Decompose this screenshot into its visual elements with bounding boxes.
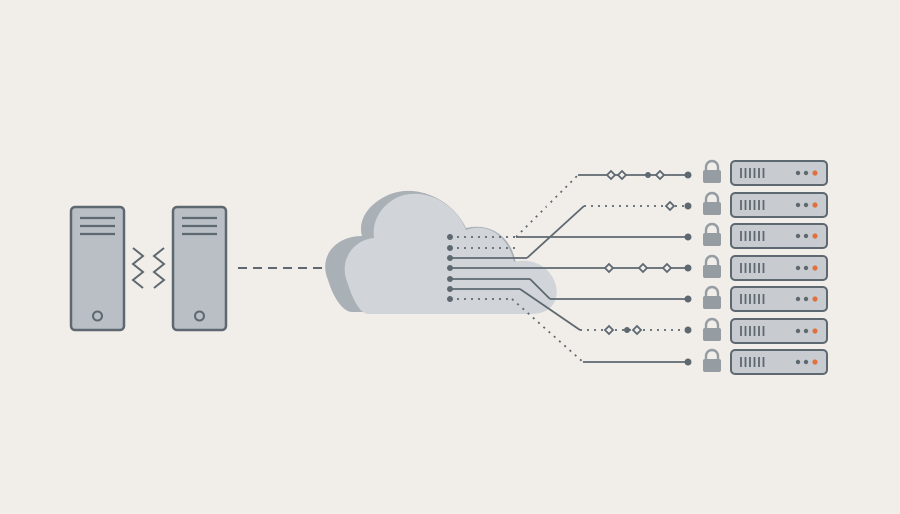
padlock-icon — [703, 348, 721, 372]
zigzag-signal-icon — [131, 247, 166, 289]
padlock-icon — [703, 191, 721, 215]
tower-server-icon — [69, 205, 126, 332]
connection-line-6 — [450, 288, 692, 336]
connection-line-7 — [450, 298, 692, 366]
cloud-icon — [325, 190, 557, 314]
padlock-icon — [703, 222, 721, 246]
padlock-icon — [703, 254, 721, 278]
rack-server-icon — [730, 160, 828, 186]
connection-line-3 — [450, 233, 692, 259]
rack-server-icon — [730, 286, 828, 312]
connections — [447, 169, 692, 366]
cloud-port-nodes — [447, 234, 453, 302]
rack-server-icon — [730, 318, 828, 344]
padlock-icon — [703, 285, 721, 309]
connection-line-4 — [450, 262, 692, 274]
rack-server-icon — [730, 255, 828, 281]
connection-line-1 — [450, 169, 692, 238]
connection-line-2 — [450, 200, 692, 259]
padlock-icon — [703, 317, 721, 341]
rack-server-column — [703, 159, 828, 375]
tower-server-icon — [171, 205, 228, 332]
connection-line-5 — [450, 278, 692, 303]
rack-server-icon — [730, 349, 828, 375]
rack-server-icon — [730, 192, 828, 218]
padlock-icon — [703, 159, 721, 183]
rack-server-icon — [730, 223, 828, 249]
